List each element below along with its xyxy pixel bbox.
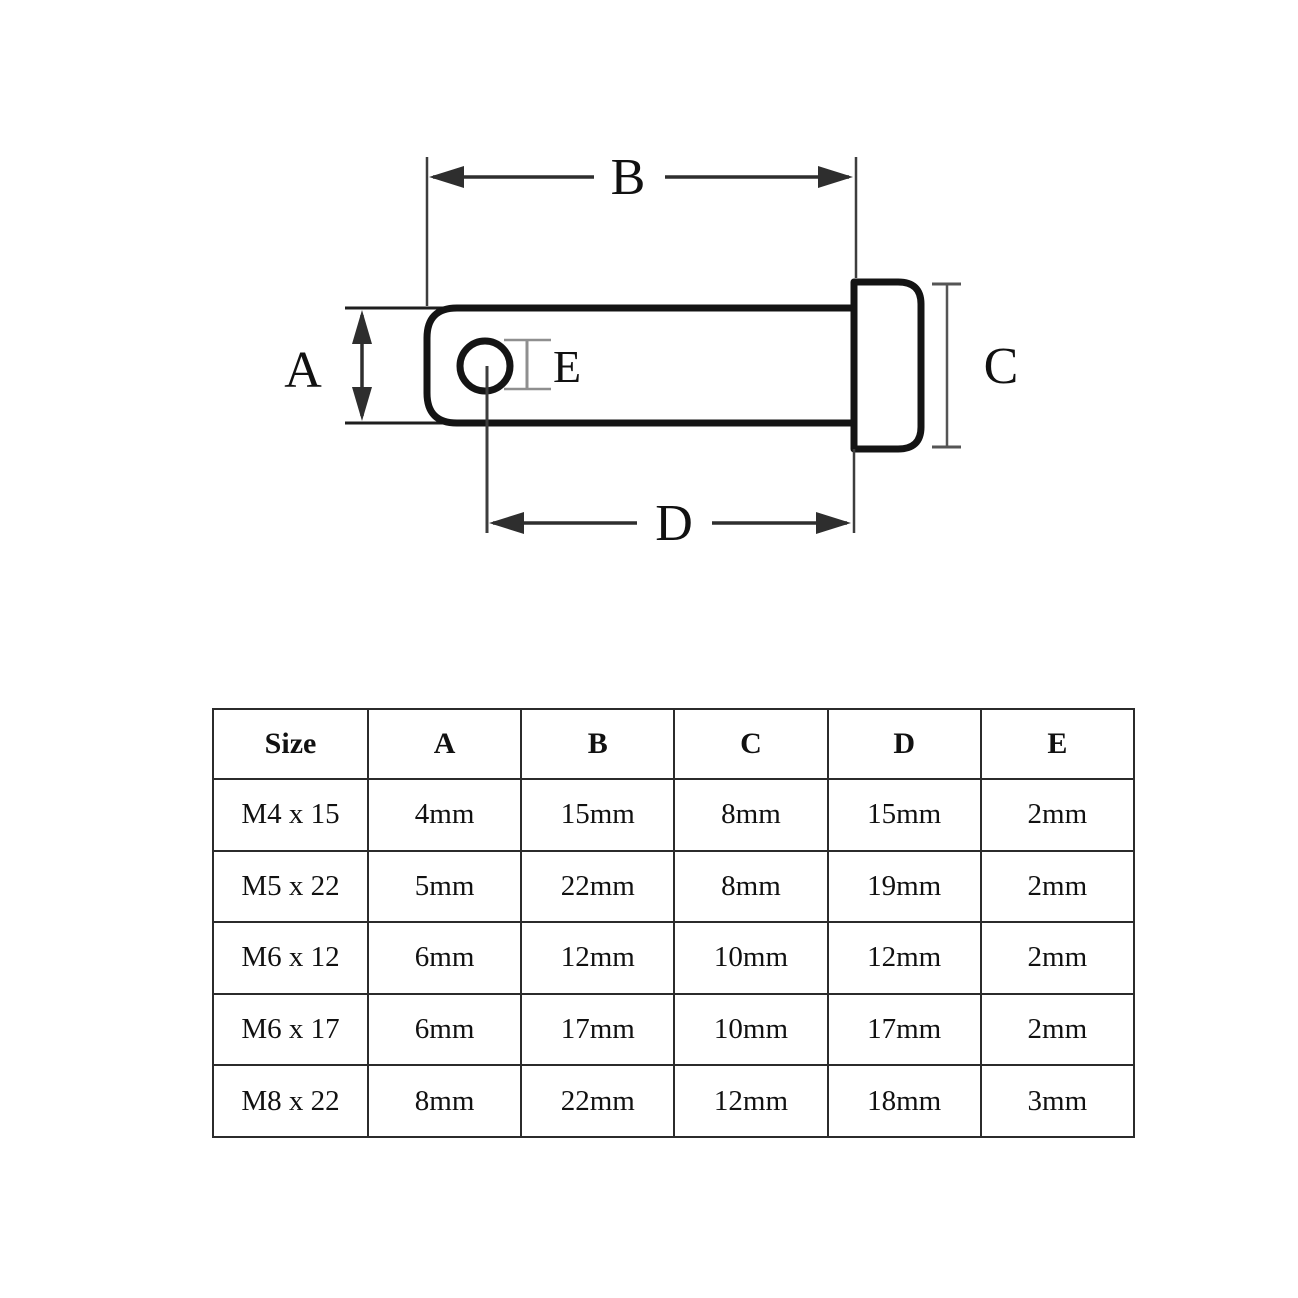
cell-b: 12mm [520,921,676,995]
cell-a: 6mm [366,992,523,1067]
clevis-pin-diagram: B A E C D [284,149,1019,552]
cell-a: 8mm [366,1064,523,1138]
table-row: M6 x 12 6mm 12mm 10mm 12mm 2mm [212,921,1135,995]
dim-a-label: A [284,342,322,399]
dim-a-arrowhead-bottom [352,387,372,421]
split-pin-hole [456,337,514,395]
cell-e: 2mm [979,992,1135,1067]
size-spec-table-container: Size A B C D E M4 x 15 4mm 15mm 8mm 15mm… [212,708,1135,1138]
cell-size: M4 x 15 [212,778,369,852]
cell-d: 18mm [826,1064,982,1138]
size-spec-table: Size A B C D E M4 x 15 4mm 15mm 8mm 15mm… [212,708,1135,1138]
cell-b: 15mm [520,778,676,852]
cell-size: M6 x 17 [212,992,369,1067]
cell-b: 22mm [520,849,676,924]
cell-b: 22mm [520,1064,676,1138]
pin-body-outline [423,304,856,427]
cell-e: 2mm [979,778,1135,852]
col-header-d: D [826,708,982,780]
cell-c: 8mm [673,849,829,924]
dim-a-arrowhead-top [352,310,372,344]
cell-e: 3mm [979,1064,1135,1138]
cell-b: 17mm [520,992,676,1067]
cell-c: 12mm [673,1064,829,1138]
pin-head-outline [850,278,925,453]
col-header-c: C [673,708,829,780]
dim-c-label: C [984,338,1019,395]
cell-e: 2mm [979,921,1135,995]
col-header-b: B [520,708,676,780]
col-header-a: A [366,708,523,780]
table-header-row: Size A B C D E [212,708,1135,780]
col-header-size: Size [212,708,369,780]
cell-size: M6 x 12 [212,921,369,995]
cell-a: 6mm [366,921,523,995]
cell-c: 10mm [673,992,829,1067]
cell-a: 5mm [366,849,523,924]
dim-b-arrowhead-right [818,166,853,188]
cell-e: 2mm [979,849,1135,924]
dim-b-label: B [611,149,646,206]
cell-d: 15mm [826,778,982,852]
cell-size: M8 x 22 [212,1064,369,1138]
cell-d: 17mm [826,992,982,1067]
cell-size: M5 x 22 [212,849,369,924]
dim-b-arrowhead-left [429,166,464,188]
table-row: M6 x 17 6mm 17mm 10mm 17mm 2mm [212,992,1135,1067]
dim-d-label: D [655,495,693,552]
table-row: M8 x 22 8mm 22mm 12mm 18mm 3mm [212,1064,1135,1138]
dim-d-arrowhead-right [816,512,851,534]
table-row: M5 x 22 5mm 22mm 8mm 19mm 2mm [212,849,1135,924]
cell-c: 8mm [673,778,829,852]
cell-d: 19mm [826,849,982,924]
cell-c: 10mm [673,921,829,995]
cell-d: 12mm [826,921,982,995]
cell-a: 4mm [366,778,523,852]
dim-e-label: E [553,341,581,392]
col-header-e: E [979,708,1135,780]
table-row: M4 x 15 4mm 15mm 8mm 15mm 2mm [212,778,1135,852]
